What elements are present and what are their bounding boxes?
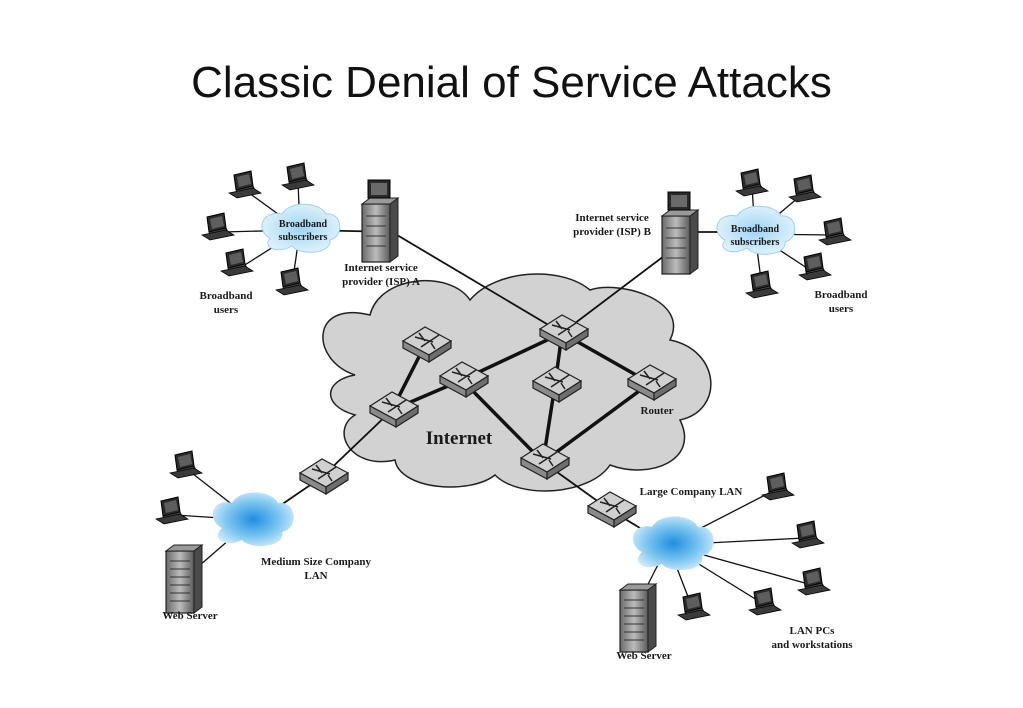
large-company-lan-label: Large Company LAN: [640, 486, 743, 498]
broadband-subscribers-left-line2: subscribers: [279, 232, 328, 243]
pc-icon: [797, 567, 831, 596]
slide-title: Classic Denial of Service Attacks: [191, 58, 832, 107]
broadband-cloud-left: [261, 203, 341, 253]
broadband-cloud-right: [716, 205, 796, 255]
isp-b-server-icon: [661, 191, 699, 275]
broadband-users-right-line2: users: [829, 303, 854, 315]
lan-pcs-line2: and workstations: [772, 639, 854, 651]
pc-icon: [155, 496, 189, 525]
pc-icon: [735, 168, 769, 197]
pc-icon: [169, 450, 203, 479]
broadband-subscribers-right-line2: subscribers: [731, 237, 780, 248]
lan-pcs-line1: LAN PCs: [790, 625, 836, 637]
medium-company-lan-line1: Medium Size Company: [261, 556, 372, 568]
pc-icon: [788, 174, 822, 203]
pc-icon: [275, 267, 309, 296]
pc-icon: [791, 520, 825, 549]
medium-lan-cloud: [212, 492, 294, 547]
broadband-subscribers-right-line1: Broadband: [731, 224, 780, 235]
web-server-right-label: Web Server: [616, 650, 671, 662]
medium-lan-router: [299, 458, 349, 495]
isp-a-server-icon: [361, 179, 399, 263]
web-server-left-label: Web Server: [162, 610, 217, 622]
pc-icon: [281, 162, 315, 191]
web-server-left-icon: [165, 544, 203, 614]
large-lan-cloud: [632, 516, 714, 571]
pc-icon: [761, 472, 795, 501]
internet-cloud: [322, 273, 712, 492]
pc-icon: [818, 217, 852, 246]
pc-icon: [748, 587, 782, 616]
web-server-right-icon: [619, 583, 657, 653]
isp-a-line2: provider (ISP) A: [342, 276, 420, 288]
router-label: Router: [641, 405, 674, 417]
isp-a-line1: Internet service: [344, 262, 418, 274]
broadband-users-right-line1: Broadband: [815, 289, 868, 301]
broadband-subscribers-left-line1: Broadband: [279, 219, 328, 230]
pc-icon: [745, 270, 779, 299]
internet-label: Internet: [426, 428, 493, 449]
isp-b-line1: Internet service: [575, 212, 649, 224]
medium-company-lan-line2: LAN: [304, 570, 327, 582]
broadband-users-left-line2: users: [214, 304, 239, 316]
pc-icon: [201, 212, 235, 241]
isp-b-line2: provider (ISP) B: [573, 226, 651, 238]
pc-icon: [228, 170, 262, 199]
pc-icon: [677, 592, 711, 621]
broadband-users-left-line1: Broadband: [200, 290, 253, 302]
